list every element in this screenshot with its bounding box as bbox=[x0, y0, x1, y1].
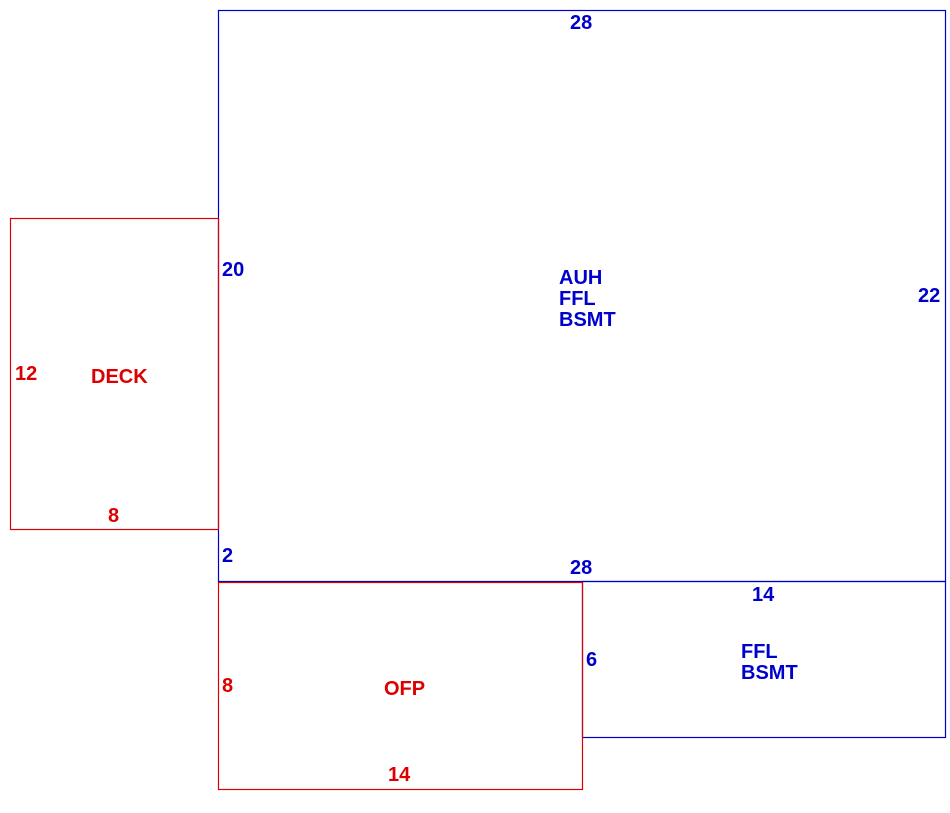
main-right-dimension: 22 bbox=[918, 285, 941, 307]
main-top-dimension: 28 bbox=[570, 12, 593, 34]
porch-outline bbox=[217, 581, 584, 791]
deck-label: DECK bbox=[91, 366, 148, 388]
main-left-lower-dimension: 2 bbox=[222, 545, 234, 567]
deck-bottom-dimension: 8 bbox=[108, 505, 120, 527]
main-bottom-dimension: 28 bbox=[570, 557, 593, 579]
main-area-codes: AUH FFL BSMT bbox=[559, 268, 616, 331]
area-code: BSMT bbox=[559, 309, 616, 331]
main-left-upper-dimension: 20 bbox=[222, 259, 245, 281]
deck-outline bbox=[9, 217, 220, 531]
area-code: FFL bbox=[741, 641, 778, 663]
porch-left-dimension: 8 bbox=[222, 675, 234, 697]
area-code: BSMT bbox=[741, 662, 798, 684]
area-code: FFL bbox=[559, 288, 596, 310]
area-code: AUH bbox=[559, 267, 603, 289]
porch-bottom-dimension: 14 bbox=[388, 764, 411, 786]
addition-area-codes: FFL BSMT bbox=[741, 642, 798, 684]
addition-left-dimension: 6 bbox=[586, 649, 598, 671]
addition-top-dimension: 14 bbox=[752, 584, 775, 606]
porch-label: OFP bbox=[384, 678, 426, 700]
deck-left-dimension: 12 bbox=[15, 363, 38, 385]
